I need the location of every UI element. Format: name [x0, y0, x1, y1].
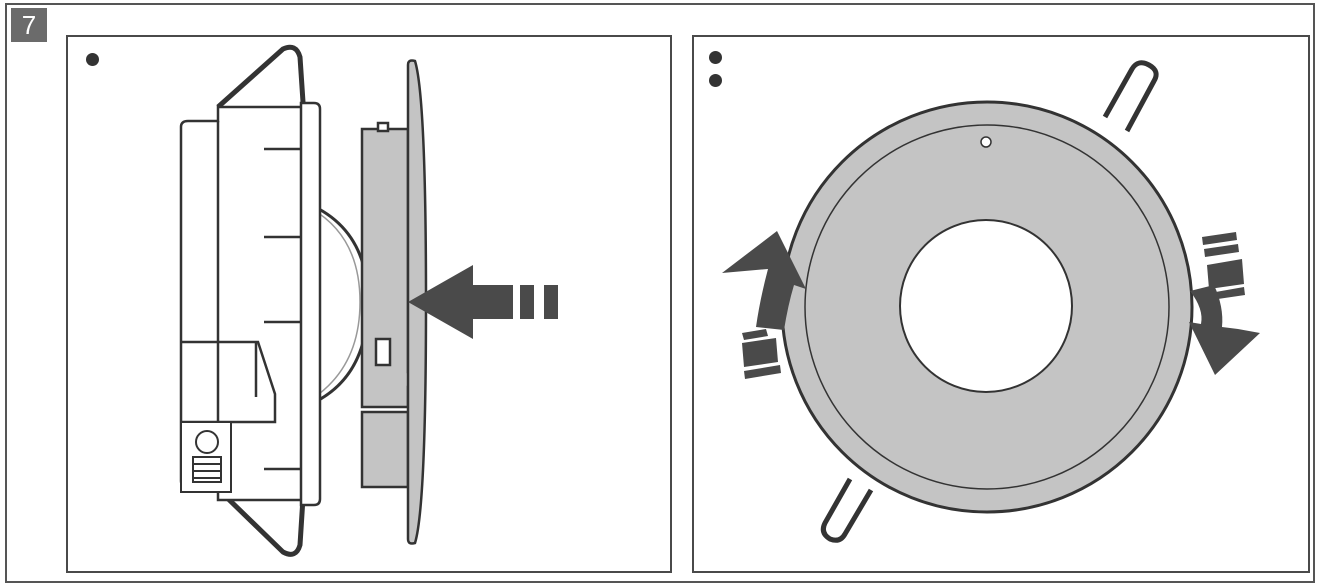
front-view-illustration — [722, 60, 1260, 543]
rotate-arrow-left — [722, 231, 806, 330]
latch-marks-right — [1202, 232, 1245, 300]
step-marker-1 — [709, 51, 722, 64]
spring-clip-top — [216, 44, 307, 118]
latch-marks-left — [742, 329, 781, 379]
cover-inner-ring — [804, 124, 1170, 490]
lens-opening — [899, 219, 1073, 393]
led-window — [980, 136, 992, 148]
figure-number-badge: 7 — [11, 8, 47, 42]
step-marker-2 — [709, 74, 722, 87]
spring-clip-lower — [820, 477, 874, 543]
spring-clip-upper — [1102, 60, 1159, 133]
terminal-screw — [180, 421, 232, 493]
step-marker-1 — [86, 53, 99, 66]
detector-flange — [299, 101, 322, 507]
panel-front-view — [692, 35, 1310, 573]
panel-side-view — [66, 35, 672, 573]
push-arrow — [408, 265, 558, 339]
side-view-illustration — [179, 44, 558, 557]
rotate-arrow-right — [1189, 285, 1260, 375]
spring-clip-bottom — [216, 481, 307, 557]
